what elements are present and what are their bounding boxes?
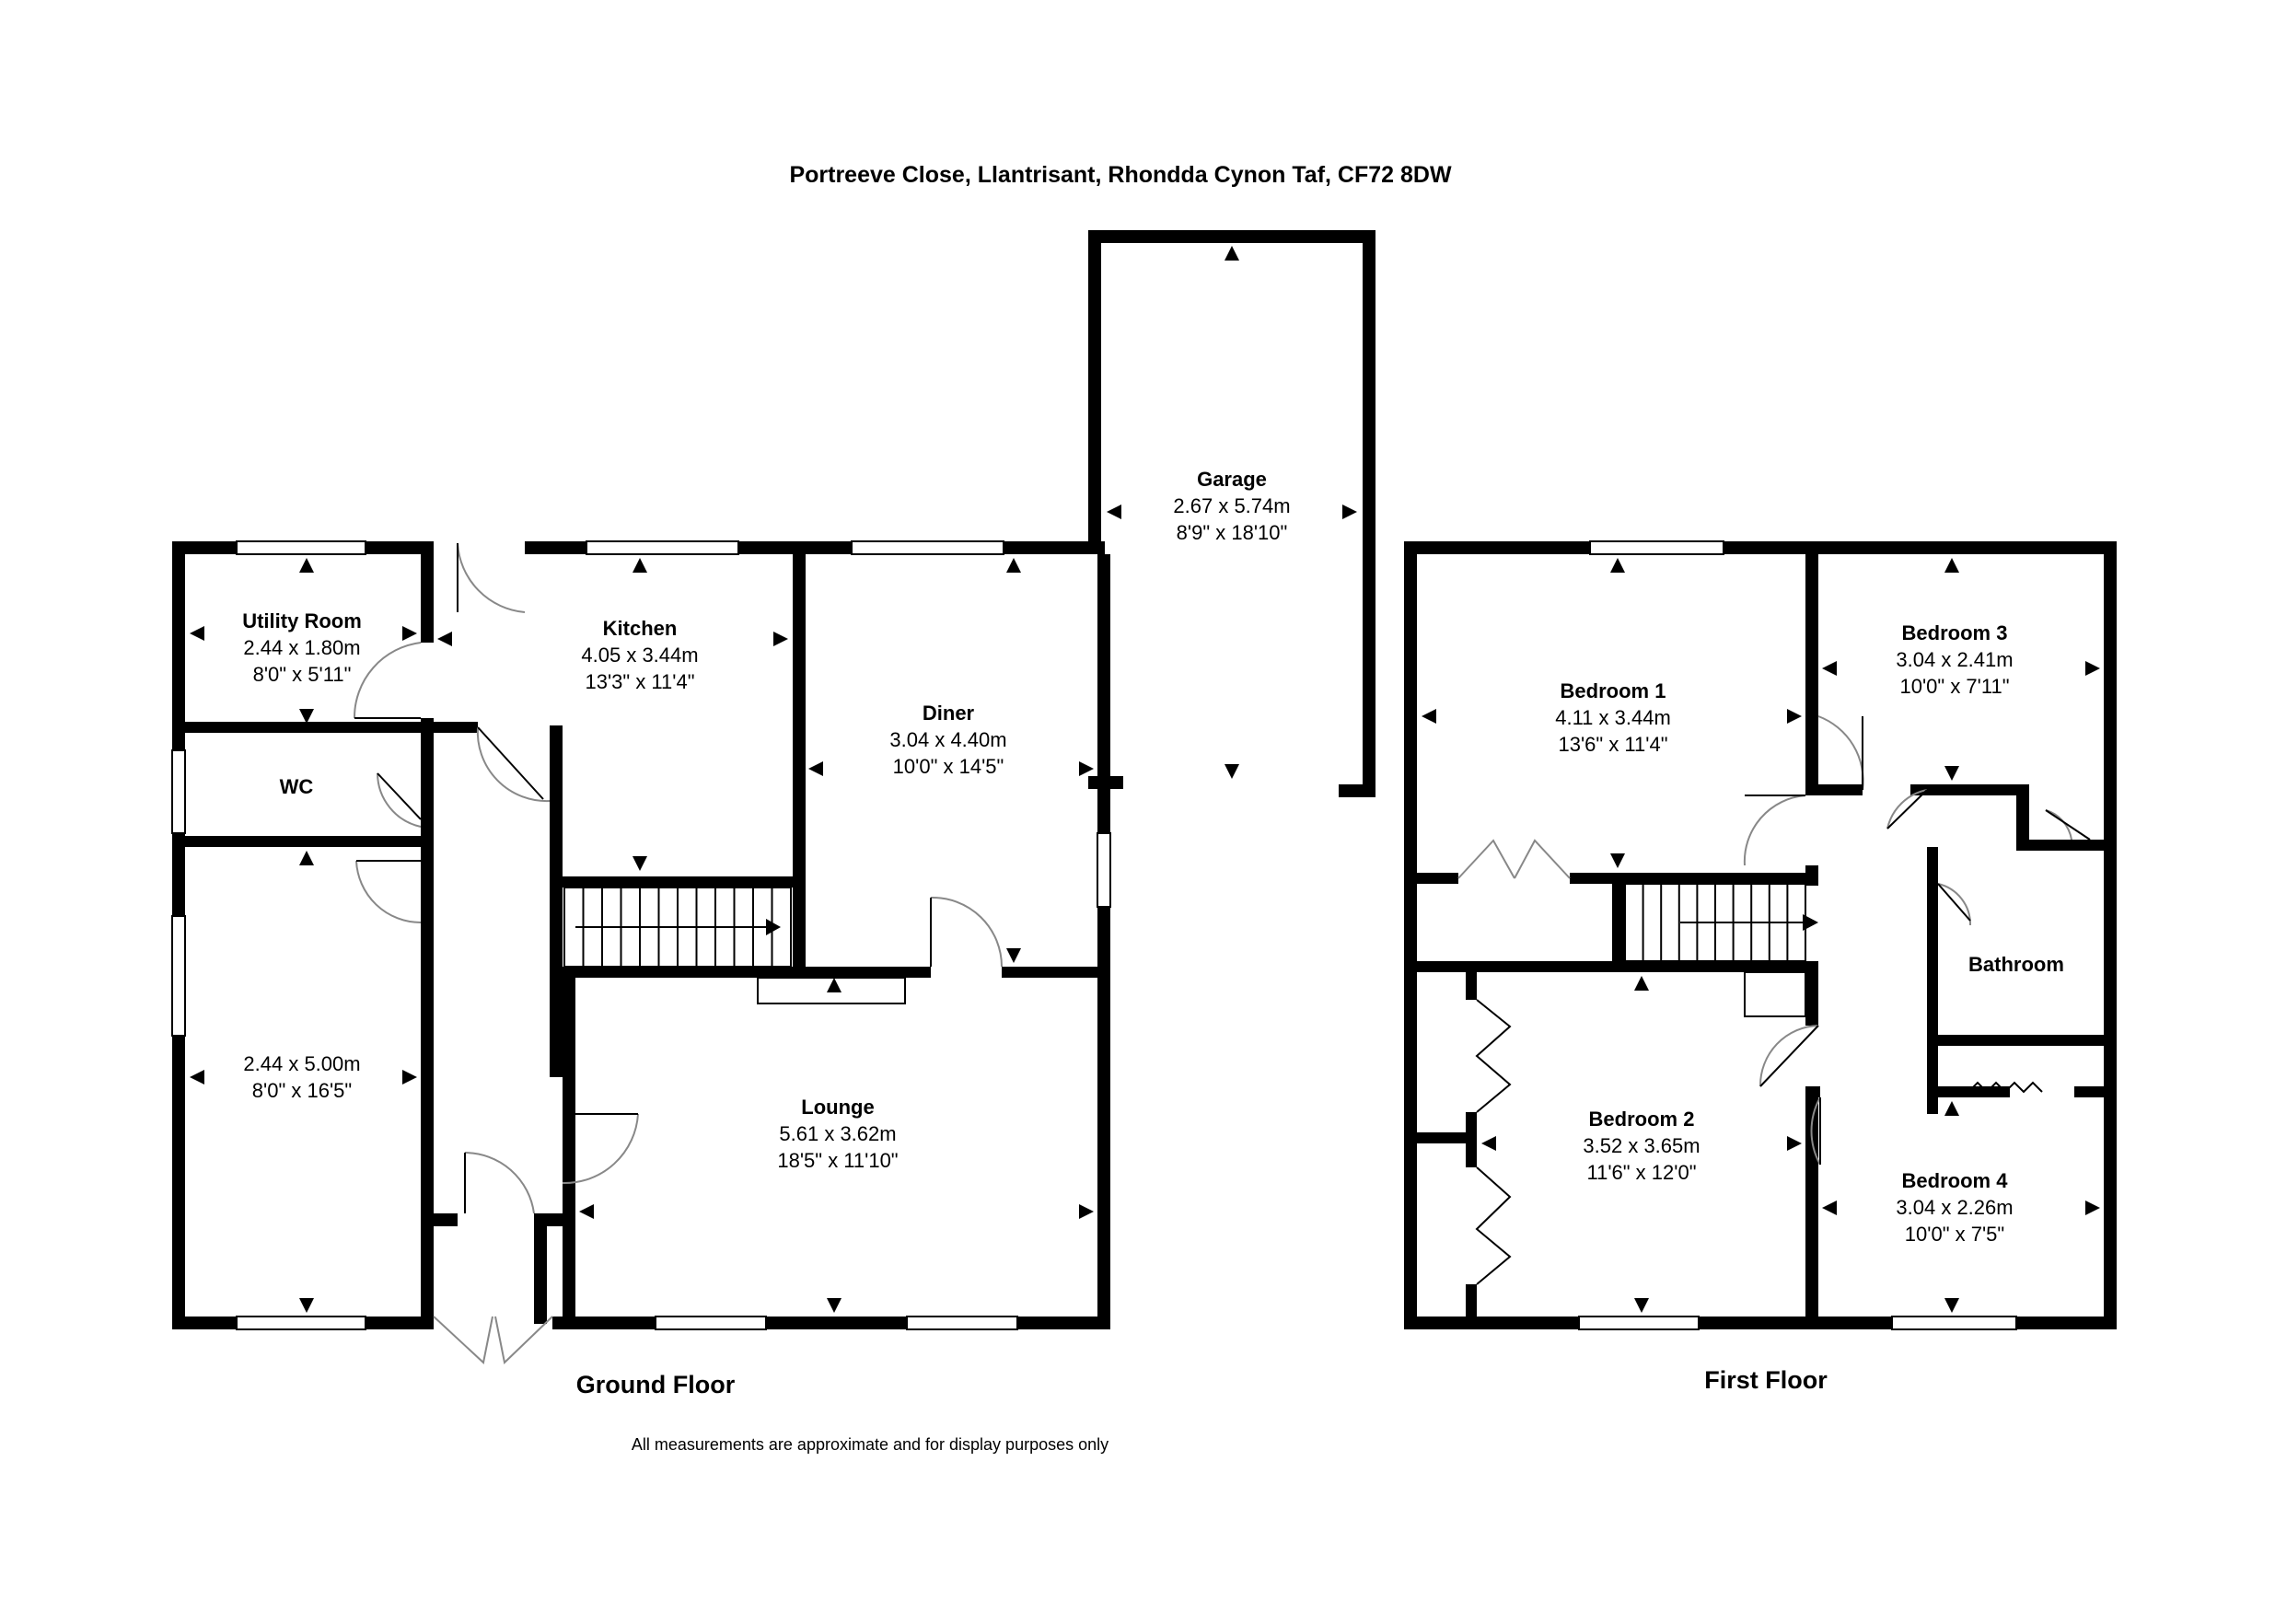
dimension-marker xyxy=(1610,853,1625,868)
disclaimer: All measurements are approximate and for… xyxy=(632,1435,1108,1454)
dimension-marker xyxy=(1006,558,1021,573)
room-metric: 4.05 x 3.44m xyxy=(581,644,698,667)
room-diner: Diner 3.04 x 4.40m 10'0" x 14'5" xyxy=(889,702,1006,778)
room-imperial: 10'0" x 7'5" xyxy=(1905,1223,2004,1246)
dimension-marker xyxy=(1481,1136,1496,1151)
ground-floor-doors xyxy=(353,542,1003,1364)
room-metric: 2.67 x 5.74m xyxy=(1173,494,1290,517)
dimension-marker xyxy=(299,1298,314,1313)
floor-label-ground: Ground Floor xyxy=(576,1371,736,1398)
dimension-marker xyxy=(633,856,647,871)
dimension-marker xyxy=(402,1070,417,1085)
room-imperial: 18'5" x 11'10" xyxy=(777,1149,898,1172)
first-floor-windows xyxy=(1578,540,2017,1330)
dimension-marker xyxy=(1225,764,1239,779)
dimension-marker xyxy=(299,851,314,865)
room-unnamed: 2.44 x 5.00m 8'0" x 16'5" xyxy=(243,1052,360,1102)
dimension-marker xyxy=(1787,709,1802,724)
room-garage: Garage 2.67 x 5.74m 8'9" x 18'10" xyxy=(1173,468,1290,544)
dimension-marker xyxy=(299,558,314,573)
first-floor-stairs xyxy=(1624,883,1818,1017)
dimension-marker xyxy=(1822,1201,1837,1215)
room-bedroom1: Bedroom 1 4.11 x 3.44m 13'6" x 11'4" xyxy=(1555,679,1671,756)
room-bathroom: Bathroom xyxy=(1968,953,2064,976)
dimension-marker xyxy=(1225,246,1239,261)
room-bedroom4: Bedroom 4 3.04 x 2.26m 10'0" x 7'5" xyxy=(1896,1169,2013,1246)
room-imperial: 13'6" x 11'4" xyxy=(1558,733,1667,756)
dimension-marker xyxy=(633,558,647,573)
room-name: Utility Room xyxy=(242,609,362,632)
room-name: Diner xyxy=(923,702,975,725)
dimension-marker xyxy=(2085,1201,2100,1215)
dimension-marker xyxy=(437,632,452,646)
dimension-marker xyxy=(2085,661,2100,676)
room-imperial: 8'0" x 16'5" xyxy=(252,1079,352,1102)
room-imperial: 8'9" x 18'10" xyxy=(1177,521,1288,544)
room-metric: 2.44 x 1.80m xyxy=(243,636,360,659)
dimension-marker xyxy=(827,1298,842,1313)
dimension-marker xyxy=(1079,761,1094,776)
dimension-marker xyxy=(1822,661,1837,676)
room-metric: 3.04 x 2.41m xyxy=(1896,648,2013,671)
dimension-marker xyxy=(1634,1298,1649,1313)
ground-floor-windows xyxy=(171,540,1111,1330)
room-bedroom3: Bedroom 3 3.04 x 2.41m 10'0" x 7'11" xyxy=(1896,621,2013,698)
room-lounge: Lounge 5.61 x 3.62m 18'5" x 11'10" xyxy=(777,1096,898,1172)
dimension-marker xyxy=(402,626,417,641)
room-wc: WC xyxy=(280,775,314,798)
room-imperial: 11'6" x 12'0" xyxy=(1586,1161,1696,1184)
dimension-marker xyxy=(1944,1298,1959,1313)
dimension-markers xyxy=(190,246,2100,1313)
room-metric: 3.04 x 4.40m xyxy=(889,728,1006,751)
dimension-marker xyxy=(1079,1204,1094,1219)
dimension-marker xyxy=(579,1204,594,1219)
room-name: Bathroom xyxy=(1968,953,2064,976)
room-name: Lounge xyxy=(801,1096,874,1119)
dimension-marker xyxy=(190,1070,204,1085)
ground-floor-stairs xyxy=(563,887,792,968)
dimension-marker xyxy=(808,761,823,776)
dimension-marker xyxy=(1944,766,1959,781)
room-imperial: 10'0" x 7'11" xyxy=(1899,675,2009,698)
room-name: Bedroom 3 xyxy=(1902,621,2008,644)
floor-label-first: First Floor xyxy=(1704,1366,1828,1394)
room-metric: 5.61 x 3.62m xyxy=(779,1122,896,1145)
dimension-marker xyxy=(1422,709,1436,724)
room-imperial: 8'0" x 5'11" xyxy=(253,663,352,686)
dimension-marker xyxy=(1006,948,1021,963)
room-imperial: 13'3" x 11'4" xyxy=(585,670,694,693)
room-utility: Utility Room 2.44 x 1.80m 8'0" x 5'11" xyxy=(242,609,362,686)
room-name: Bedroom 2 xyxy=(1589,1108,1695,1131)
dimension-marker xyxy=(1787,1136,1802,1151)
room-metric: 2.44 x 5.00m xyxy=(243,1052,360,1075)
room-name: WC xyxy=(280,775,314,798)
dimension-marker xyxy=(190,626,204,641)
room-kitchen: Kitchen 4.05 x 3.44m 13'3" x 11'4" xyxy=(581,617,698,693)
room-imperial: 10'0" x 14'5" xyxy=(893,755,1004,778)
dimension-marker xyxy=(1107,505,1121,519)
room-metric: 4.11 x 3.44m xyxy=(1555,706,1671,729)
dimension-marker xyxy=(1634,976,1649,991)
room-metric: 3.04 x 2.26m xyxy=(1896,1196,2013,1219)
dimension-marker xyxy=(1944,1101,1959,1116)
room-metric: 3.52 x 3.65m xyxy=(1583,1134,1700,1157)
room-name: Garage xyxy=(1197,468,1267,491)
room-name: Kitchen xyxy=(603,617,678,640)
dimension-marker xyxy=(299,709,314,724)
dimension-marker xyxy=(1610,558,1625,573)
dimension-marker xyxy=(773,632,788,646)
room-name: Bedroom 1 xyxy=(1561,679,1666,702)
first-floor-doors xyxy=(1457,715,2091,1285)
ground-floor-walls xyxy=(172,230,1375,1329)
dimension-marker xyxy=(1342,505,1357,519)
property-address: Portreeve Close, Llantrisant, Rhondda Cy… xyxy=(789,162,1451,188)
room-bedroom2: Bedroom 2 3.52 x 3.65m 11'6" x 12'0" xyxy=(1583,1108,1700,1184)
room-name: Bedroom 4 xyxy=(1902,1169,2009,1192)
dimension-marker xyxy=(1944,558,1959,573)
dimension-marker xyxy=(827,978,842,992)
